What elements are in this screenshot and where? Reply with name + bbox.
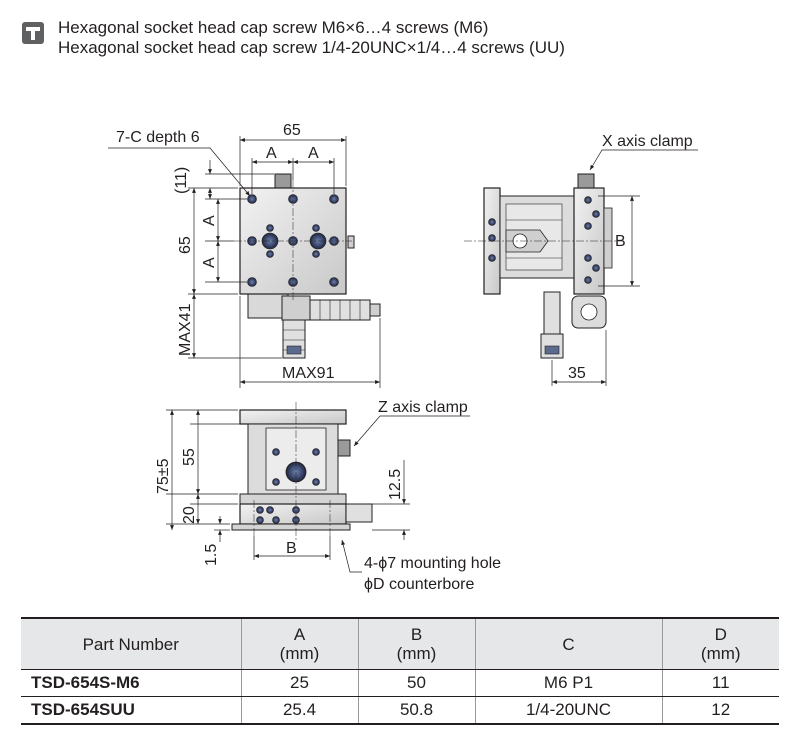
side-view-labels: X axis clamp B 35 bbox=[568, 133, 693, 382]
dim-a-top-right: A bbox=[308, 145, 319, 162]
screw-note-line-1: Hexagonal socket head cap screw M6×6…4 s… bbox=[58, 18, 489, 37]
dim-12-5: 12.5 bbox=[387, 469, 404, 500]
header-part-number: Part Number bbox=[21, 617, 242, 670]
dim-1-5: 1.5 bbox=[203, 544, 220, 566]
dim-75: 75±5 bbox=[155, 458, 172, 494]
screw-note: Hexagonal socket head cap screw M6×6…4 s… bbox=[22, 16, 782, 66]
c-cell: M6 P1 bbox=[475, 669, 663, 697]
a-cell: 25 bbox=[241, 669, 359, 697]
dim-20: 20 bbox=[181, 506, 198, 524]
c-cell: 1/4-20UNC bbox=[475, 696, 663, 725]
front-view bbox=[166, 402, 470, 573]
dim-a-left-upper: A bbox=[201, 215, 218, 226]
screw-icon bbox=[22, 22, 44, 44]
part-number-cell: TSD-654SUU bbox=[21, 696, 242, 725]
counterbore-label: ϕD counterbore bbox=[364, 576, 474, 593]
dim-a-top-left: A bbox=[266, 145, 277, 162]
mounting-hole-label: 4-ϕ7 mounting hole bbox=[364, 555, 501, 572]
b-cell: 50 bbox=[358, 669, 476, 697]
header-b: B(mm) bbox=[358, 617, 476, 670]
header-a: A(mm) bbox=[241, 617, 359, 670]
dim-65-height: 65 bbox=[177, 236, 194, 254]
dim-65-width: 65 bbox=[283, 122, 301, 139]
z-axis-clamp-label: Z axis clamp bbox=[378, 399, 468, 416]
dim-b-front: B bbox=[286, 540, 297, 557]
d-cell: 11 bbox=[662, 669, 779, 697]
x-axis-clamp-label: X axis clamp bbox=[602, 133, 693, 150]
dim-11: (11) bbox=[173, 167, 190, 194]
top-view-labels: 7-C depth 6 65 A A (11) A A 65 MAX41 MAX… bbox=[116, 122, 335, 382]
header-c: C bbox=[475, 617, 663, 670]
dim-max41: MAX41 bbox=[177, 303, 194, 356]
dim-55: 55 bbox=[181, 448, 198, 466]
technical-drawing: 7-C depth 6 65 A A (11) A A 65 MAX41 MAX… bbox=[108, 122, 698, 593]
dim-max91: MAX91 bbox=[282, 365, 335, 382]
screw-note-line-2: Hexagonal socket head cap screw 1/4-20UN… bbox=[58, 38, 565, 57]
side-view bbox=[464, 149, 698, 386]
front-view-labels: Z axis clamp 75±5 55 20 1.5 12.5 B 4-ϕ7 … bbox=[155, 399, 501, 593]
b-cell: 50.8 bbox=[358, 696, 476, 725]
holes-callout: 7-C depth 6 bbox=[116, 129, 200, 146]
top-view bbox=[108, 136, 381, 388]
dim-a-left-lower: A bbox=[201, 257, 218, 268]
header-d: D(mm) bbox=[662, 617, 779, 670]
table-row: TSD-654S-M6 25 50 M6 P1 11 bbox=[21, 669, 779, 697]
spec-table: Part Number A(mm) B(mm) C D(mm) TSD-654S… bbox=[21, 617, 779, 725]
table-header-row: Part Number A(mm) B(mm) C D(mm) bbox=[21, 617, 779, 670]
dim-35: 35 bbox=[568, 365, 586, 382]
dim-b-side: B bbox=[615, 233, 626, 250]
table-row: TSD-654SUU 25.4 50.8 1/4-20UNC 12 bbox=[21, 696, 779, 725]
a-cell: 25.4 bbox=[241, 696, 359, 725]
part-number-cell: TSD-654S-M6 bbox=[21, 669, 242, 697]
d-cell: 12 bbox=[662, 696, 779, 725]
